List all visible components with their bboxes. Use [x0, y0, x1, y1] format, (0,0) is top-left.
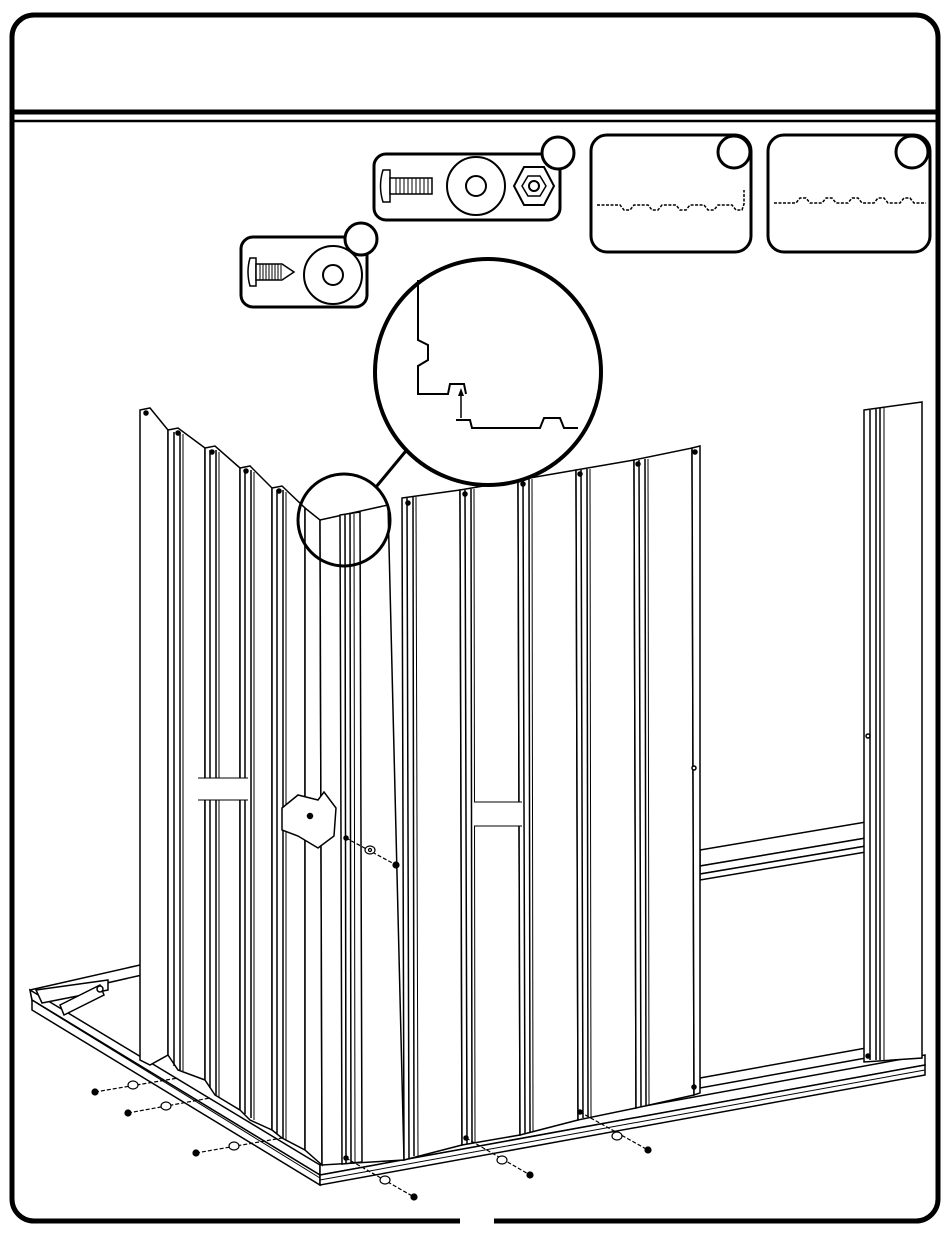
panel-profile-callout-a: [591, 135, 751, 252]
hardware-callout-screw-washer: [241, 223, 377, 307]
callout-badge: [345, 223, 377, 255]
callout-badge: [896, 136, 928, 168]
page-number: [460, 1212, 494, 1234]
callout-badge: [542, 137, 574, 169]
hardware-callout-bolt-washer-nut: [374, 137, 574, 220]
callout-badge: [718, 136, 750, 168]
panel-profile-callout-b: [768, 135, 930, 252]
washer-icon: [447, 157, 505, 215]
right-wall-panel: [864, 402, 922, 1062]
nut-icon: [514, 167, 554, 205]
